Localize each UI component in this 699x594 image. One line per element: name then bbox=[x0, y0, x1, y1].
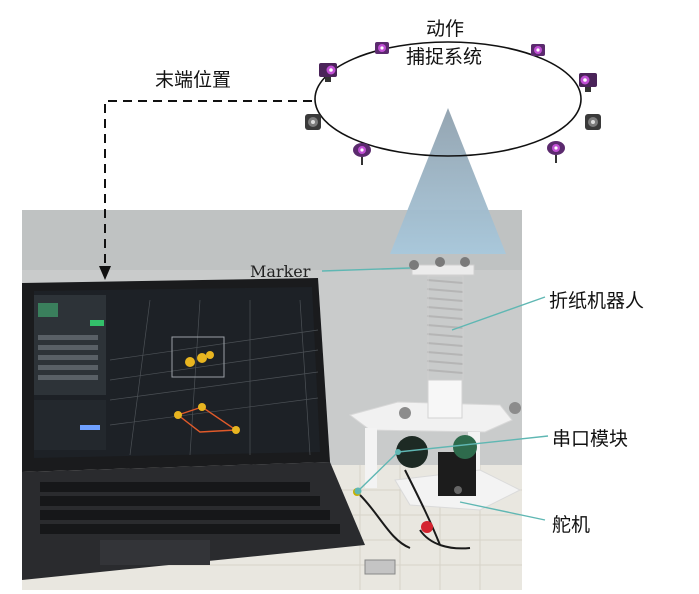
origami-robot-label: 折纸机器人 bbox=[549, 286, 644, 313]
mocap-label-line1: 动作 bbox=[426, 14, 464, 41]
servo-label: 舵机 bbox=[552, 510, 590, 537]
callout-dot bbox=[355, 488, 362, 495]
marker-ball bbox=[435, 257, 445, 267]
usb-adapter bbox=[365, 560, 395, 574]
end-position-label: 末端位置 bbox=[155, 65, 231, 92]
laptop bbox=[22, 278, 365, 580]
camera-icon bbox=[531, 44, 545, 56]
camera-icon bbox=[547, 141, 565, 163]
serial-module-label: 串口模块 bbox=[552, 424, 628, 451]
red-connector bbox=[421, 521, 433, 533]
capture-cone bbox=[390, 108, 506, 254]
callout-dot bbox=[395, 449, 401, 455]
mocap-label-line2: 捕捉系统 bbox=[406, 42, 482, 69]
camera-icon bbox=[375, 42, 389, 54]
marker-label: Marker bbox=[250, 262, 310, 281]
marker-ball bbox=[460, 257, 470, 267]
camera-icon bbox=[579, 73, 597, 92]
touchpad bbox=[100, 540, 210, 565]
camera-icon bbox=[319, 63, 337, 82]
camera-icon bbox=[585, 114, 601, 130]
camera-icon bbox=[305, 114, 321, 130]
marker-ball bbox=[409, 260, 419, 270]
camera-icon bbox=[353, 143, 371, 165]
